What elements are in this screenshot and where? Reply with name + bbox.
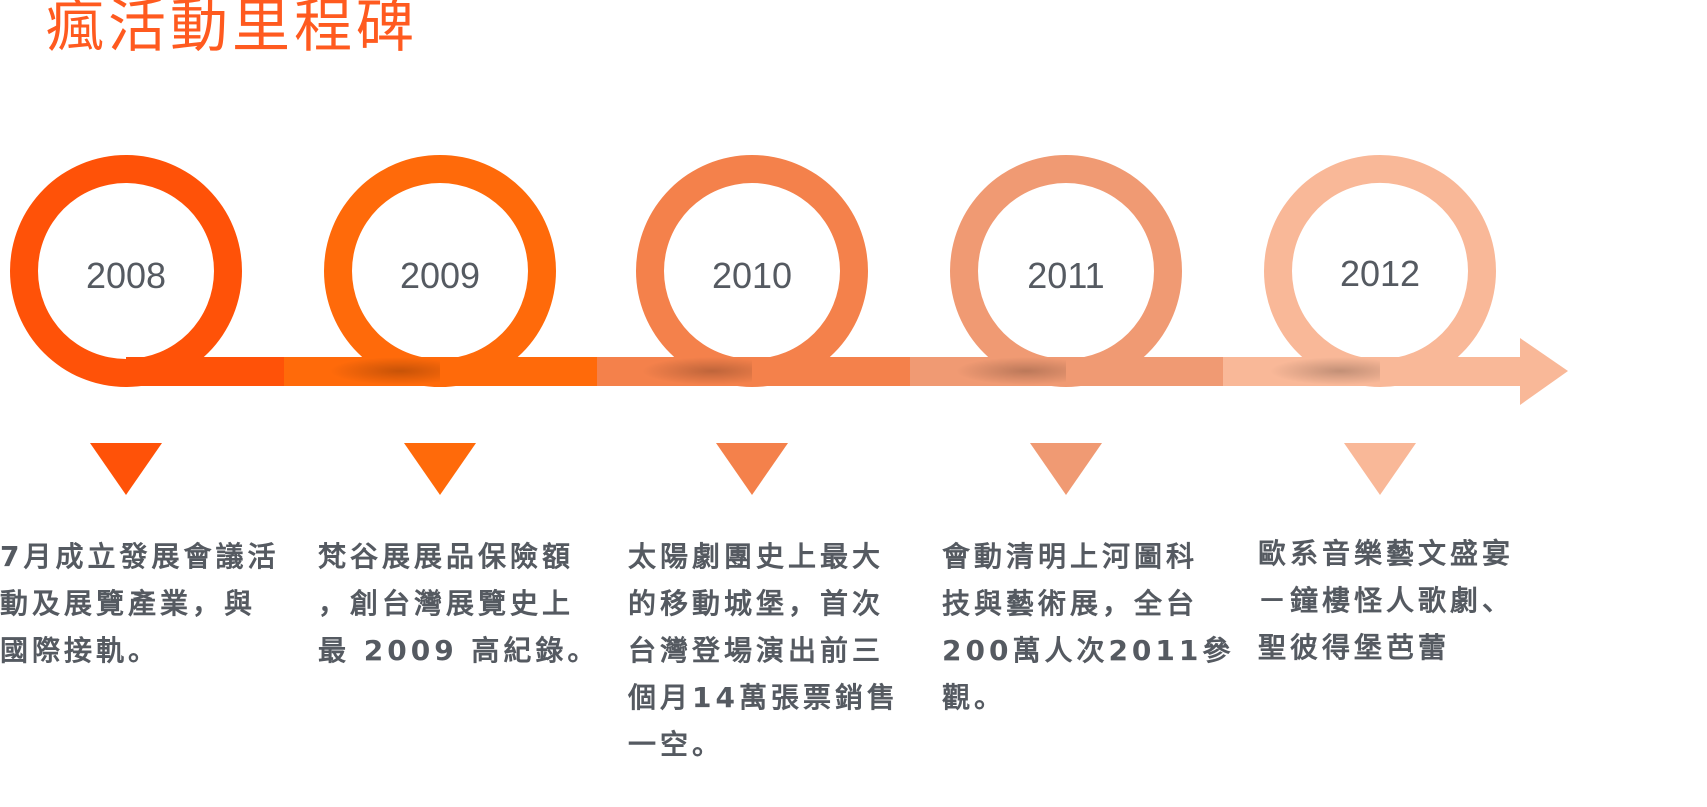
arrow-head xyxy=(1520,338,1568,405)
band-overlap-2012 xyxy=(1380,357,1522,386)
description-line: 動及展覽產業，與 xyxy=(0,587,257,620)
description-line: 梵谷展展品保險額 xyxy=(318,540,575,573)
description-line: 技與藝術展，全台 xyxy=(942,587,1199,620)
description-line: 個月14萬張票銷售 xyxy=(628,681,899,714)
description-line: 歐系音樂藝文盛宴 xyxy=(1258,537,1515,570)
pointer-2010 xyxy=(716,443,788,495)
description-2008: 7月成立發展會議活動及展覽產業，與國際接軌。 xyxy=(0,533,300,674)
description-line: 200萬人次2011參 xyxy=(942,634,1235,667)
year-label-2008: 2008 xyxy=(85,255,167,296)
description-line: 台灣登場演出前三 xyxy=(628,634,885,667)
pointer-2008 xyxy=(90,443,162,495)
band-overlap-2010 xyxy=(752,357,910,386)
band-overlap-2011 xyxy=(1066,357,1223,386)
band-overlap-2009 xyxy=(440,357,597,386)
year-label-2012: 2012 xyxy=(1339,253,1421,294)
description-line: ，創台灣展覽史上 xyxy=(318,587,575,620)
pointer-2011 xyxy=(1030,443,1102,495)
pointer-2009 xyxy=(404,443,476,495)
description-line: 的移動城堡，首次 xyxy=(628,587,885,620)
description-2011: 會動清明上河圖科技與藝術展，全台 200萬人次2011參觀。 xyxy=(942,533,1242,721)
page-title: 瘋活動里程碑 xyxy=(46,0,419,60)
description-line: 7月成立發展會議活 xyxy=(0,540,280,573)
description-line: －鐘樓怪人歌劇、 xyxy=(1258,584,1515,617)
description-line: 一空。 xyxy=(628,728,725,761)
year-label-2010: 2010 xyxy=(711,255,793,296)
description-2010: 太陽劇團史上最大的移動城堡，首次台灣登場演出前三個月14萬張票銷售一空。 xyxy=(628,533,928,768)
description-line: 最 2009 高紀錄。 xyxy=(318,634,600,667)
description-line: 國際接軌。 xyxy=(0,634,161,667)
description-2012: 歐系音樂藝文盛宴 －鐘樓怪人歌劇、聖彼得堡芭蕾 xyxy=(1258,530,1558,671)
description-line: 太陽劇團史上最大 xyxy=(628,540,885,573)
ring-shadow-2009 xyxy=(330,357,470,385)
pointer-2012 xyxy=(1344,443,1416,495)
year-label-2011: 2011 xyxy=(1027,255,1105,296)
description-line: 聖彼得堡芭蕾 xyxy=(1258,631,1451,664)
description-line: 觀。 xyxy=(942,681,1007,714)
description-line: 會動清明上河圖科 xyxy=(942,540,1199,573)
ring-shadow-2012 xyxy=(1270,357,1410,385)
year-label-2009: 2009 xyxy=(399,255,481,296)
band-overlap-2008 xyxy=(126,357,284,386)
ring-shadow-2010 xyxy=(642,357,782,385)
ring-shadow-2011 xyxy=(956,357,1096,385)
description-2009: 梵谷展展品保險額 ，創台灣展覽史上最 2009 高紀錄。 xyxy=(318,533,618,674)
